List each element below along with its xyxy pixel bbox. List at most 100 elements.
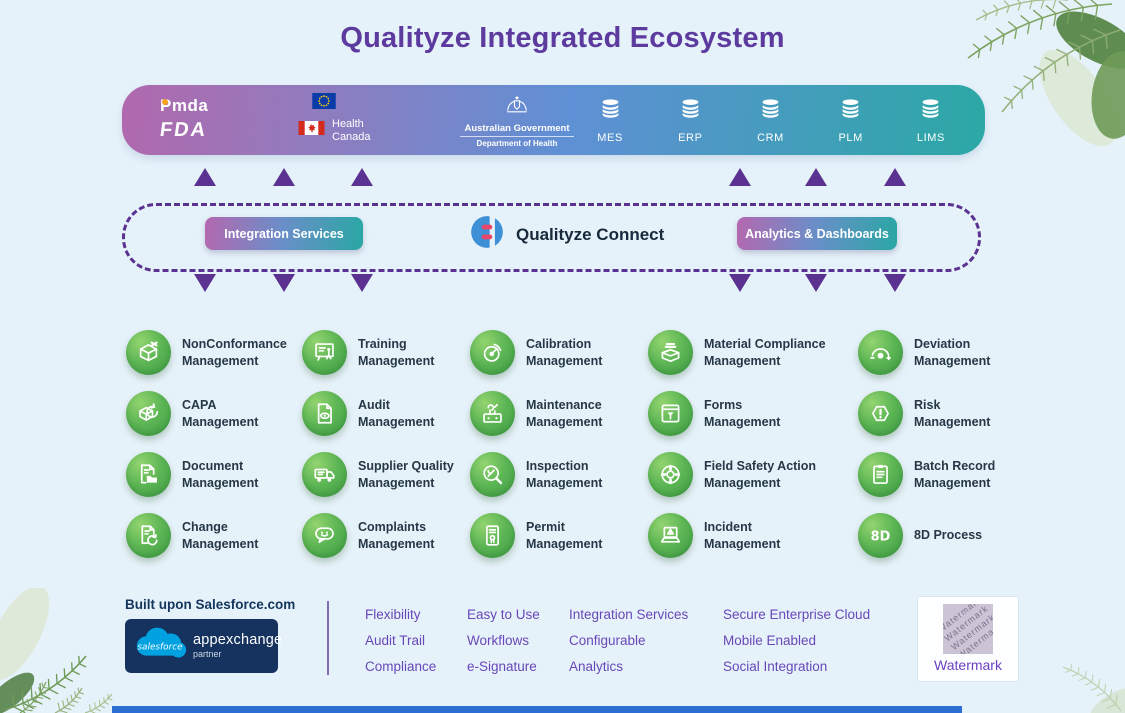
salesforce-cloud-logo-icon: salesforce: [131, 624, 189, 669]
material-box-icon: [648, 330, 693, 375]
capa-cycle-icon: [126, 391, 171, 436]
nonconformance-box-icon: [126, 330, 171, 375]
feature-item: Mobile Enabled: [723, 633, 817, 648]
australian-government-logo: Australian Government Department of Heal…: [452, 94, 582, 148]
field-safety-ring-icon: [648, 452, 693, 497]
feature-item: Secure Enterprise Cloud: [723, 607, 871, 622]
database-icon: [597, 97, 624, 129]
feature-item: Workflows: [467, 633, 530, 648]
feature-item: Easy to Use: [467, 607, 540, 622]
document-folder-icon: [126, 452, 171, 497]
system-lims: LIMS: [891, 85, 971, 155]
feature-item: Audit Trail: [365, 633, 426, 648]
flow-arrow-down-icon: [884, 274, 906, 292]
flow-arrow-up-icon: [351, 168, 373, 186]
supplier-truck-icon: [302, 452, 347, 497]
audit-eye-icon: [302, 391, 347, 436]
flow-arrow-down-icon: [351, 274, 373, 292]
svg-text:8D: 8D: [871, 529, 891, 544]
deviation-gauge-icon: [858, 330, 903, 375]
database-icon: [917, 97, 944, 129]
calibration-gauge-icon: [470, 330, 515, 375]
system-crm: CRM: [730, 85, 810, 155]
flow-arrow-up-icon: [273, 168, 295, 186]
canada-flag-icon: [298, 121, 325, 140]
qualityze-connect-brand: Qualityze Connect: [468, 213, 664, 256]
system-plm: PLM: [811, 85, 891, 155]
database-icon: [677, 97, 704, 129]
training-board-icon: [302, 330, 347, 375]
feature-item: Configurable: [569, 633, 646, 648]
crest-divider: [460, 136, 574, 137]
change-cycle-icon: [126, 513, 171, 558]
pmda-fda-logo: Pmda FDA: [158, 97, 209, 141]
feature-item: Integration Services: [569, 607, 689, 622]
footer-divider: [327, 601, 329, 675]
footer-accent-bar: [112, 706, 962, 713]
integration-services-button[interactable]: Integration Services: [205, 217, 363, 250]
system-erp: ERP: [650, 85, 730, 155]
analytics-dashboards-button[interactable]: Analytics & Dashboards: [737, 217, 897, 250]
feature-item: Flexibility: [365, 607, 421, 622]
incident-laptop-icon: [648, 513, 693, 558]
australian-government-label: Australian Government: [464, 123, 570, 134]
partner-label: partner: [193, 648, 222, 659]
salesforce-appexchange-badge: salesforce appexchange partner: [125, 619, 282, 673]
fda-logo-text: FDA: [158, 119, 209, 141]
complaints-chat-icon: [302, 513, 347, 558]
feature-item: Analytics: [569, 659, 624, 674]
pmda-dot-icon: [162, 99, 168, 105]
maintenance-toolbox-icon: [470, 391, 515, 436]
flow-arrow-up-icon: [805, 168, 827, 186]
database-icon: [757, 97, 784, 129]
flow-arrow-up-icon: [729, 168, 751, 186]
connect-band: [122, 203, 981, 272]
salesforce-wordmark: salesforce: [137, 642, 183, 652]
palm-leaves-bottom-right: [1062, 664, 1125, 713]
flow-arrow-down-icon: [194, 274, 216, 292]
batch-clipboard-icon: [858, 452, 903, 497]
flow-arrow-down-icon: [729, 274, 751, 292]
page-title: Qualityze Integrated Ecosystem: [340, 22, 785, 54]
permit-certificate-icon: [470, 513, 515, 558]
appexchange-label: appexchange: [193, 632, 283, 649]
feature-item: Social Integration: [723, 659, 828, 674]
flow-arrow-up-icon: [884, 168, 906, 186]
